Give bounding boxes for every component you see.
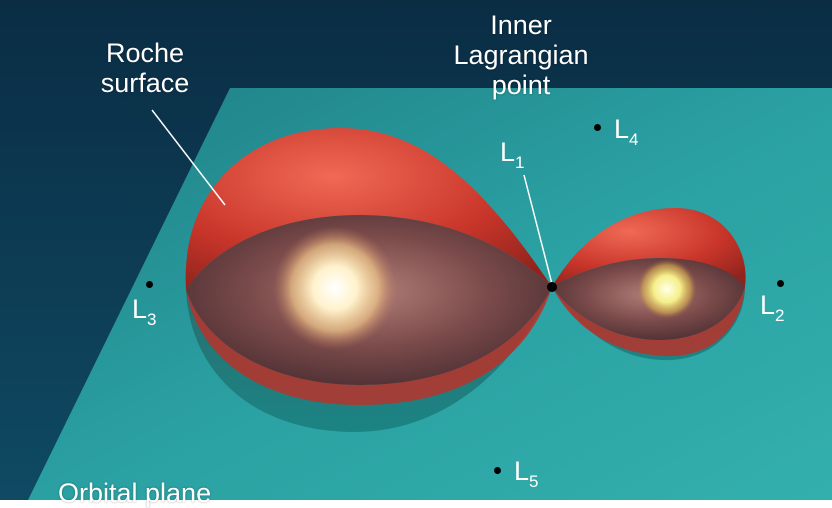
l1-label: L1 xyxy=(500,137,525,178)
primary-star xyxy=(273,226,397,350)
secondary-star xyxy=(637,259,697,319)
roche-label-line1: Roche xyxy=(80,38,210,68)
l4-subscript: 4 xyxy=(629,130,638,149)
inner-label-line3: point xyxy=(436,70,606,100)
l2-label: L2 xyxy=(760,290,785,331)
inner-label-line2: Lagrangian xyxy=(436,40,606,70)
l3-letter: L xyxy=(132,294,147,324)
orbital-plane-label: Orbital plane xyxy=(58,478,211,508)
roche-label-line2: surface xyxy=(80,68,210,98)
l2-subscript: 2 xyxy=(775,306,784,325)
l3-subscript: 3 xyxy=(147,310,156,329)
l1-subscript: 1 xyxy=(515,153,524,172)
l4-letter: L xyxy=(614,114,629,144)
l2-point xyxy=(777,280,784,287)
roche-surface-label: Roche surface xyxy=(80,38,210,98)
l3-label: L3 xyxy=(132,294,157,335)
l1-point xyxy=(547,282,557,292)
l5-point xyxy=(494,467,501,474)
l5-subscript: 5 xyxy=(529,472,538,491)
l1-letter: L xyxy=(500,137,515,167)
inner-lagrangian-label: Inner Lagrangian point xyxy=(436,10,606,100)
l5-letter: L xyxy=(514,456,529,486)
l5-label: L5 xyxy=(514,456,539,497)
l4-label: L4 xyxy=(614,114,639,155)
l4-point xyxy=(594,124,601,131)
l2-letter: L xyxy=(760,290,775,320)
inner-label-line1: Inner xyxy=(436,10,606,40)
l3-point xyxy=(146,281,153,288)
